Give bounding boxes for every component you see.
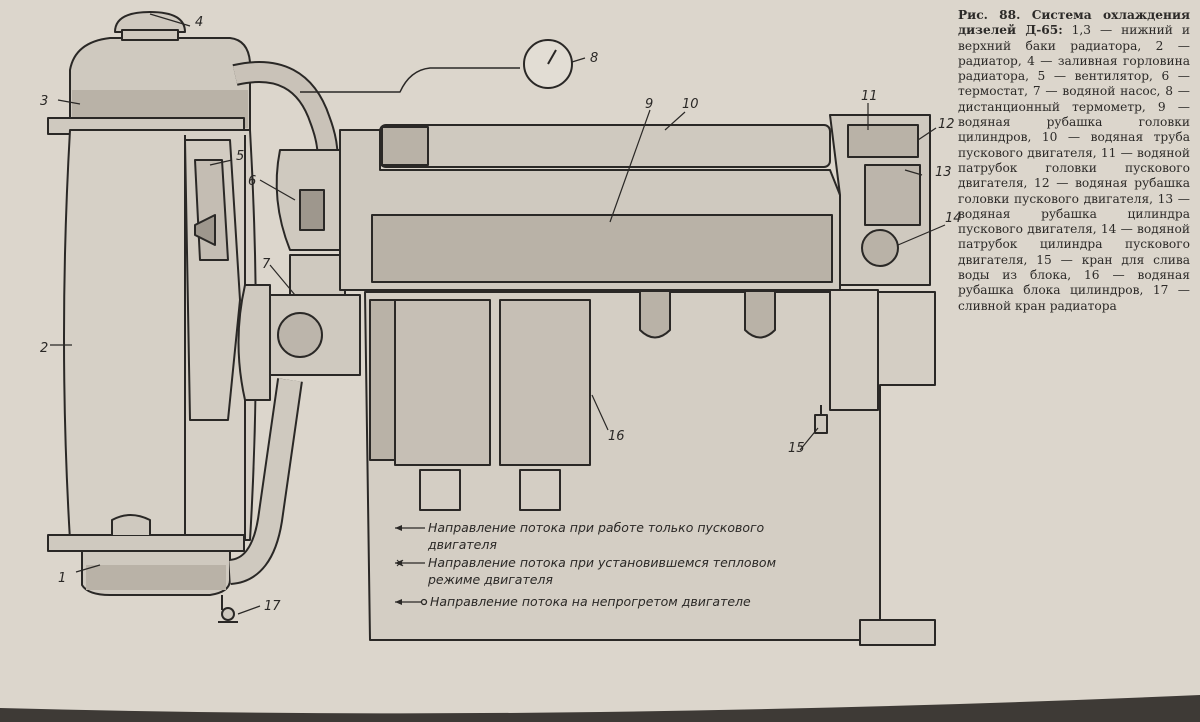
label-17: 17	[264, 599, 281, 614]
label-10: 10	[682, 97, 699, 112]
cylinder-block	[364, 289, 936, 646]
cylinder-head-water-jacket	[339, 129, 841, 291]
starting-engine	[829, 114, 931, 286]
label-7: 7	[262, 257, 271, 272]
label-5: 5	[236, 149, 244, 164]
label-15: 15	[788, 441, 805, 456]
label-8: 8	[590, 51, 598, 66]
radiator-drain-tap	[218, 595, 238, 623]
caption-title: Рис. 88. Система охлаждения дизелей Д-65…	[958, 8, 1190, 38]
caption-body: 1,3 — нижний и верхний баки радиатора, 2…	[958, 23, 1190, 313]
legend-line-1a: Направление потока при работе только пус…	[428, 520, 765, 535]
label-1: 1	[58, 571, 66, 586]
legend-line-3: Направление потока на непрогретом двигат…	[430, 594, 751, 609]
label-13: 13	[935, 165, 952, 180]
radiator-bottom-tank	[47, 514, 245, 596]
legend-line-1b: двигателя	[427, 537, 497, 552]
label-2: 2	[40, 341, 48, 356]
legend-line-2b: режиме двигателя	[427, 572, 553, 587]
figure-caption: Рис. 88. Система охлаждения дизелей Д-65…	[958, 8, 1190, 314]
label-9: 9	[645, 97, 653, 112]
flow-legend: Направление потока при работе только пус…	[395, 520, 776, 609]
legend-line-2a: Направление потока при установившемся те…	[428, 555, 776, 570]
fan	[184, 139, 241, 421]
starting-engine-water-pipe	[379, 124, 831, 168]
label-12: 12	[938, 117, 955, 132]
lower-hose	[228, 378, 303, 585]
fan-pulley	[237, 284, 271, 401]
remote-thermometer	[300, 39, 573, 93]
label-11: 11	[861, 89, 878, 104]
filler-cap	[114, 11, 186, 41]
label-3: 3	[40, 94, 48, 109]
label-4: 4	[195, 15, 203, 30]
label-16: 16	[608, 429, 625, 444]
label-6: 6	[248, 174, 256, 189]
label-14: 14	[945, 211, 962, 226]
